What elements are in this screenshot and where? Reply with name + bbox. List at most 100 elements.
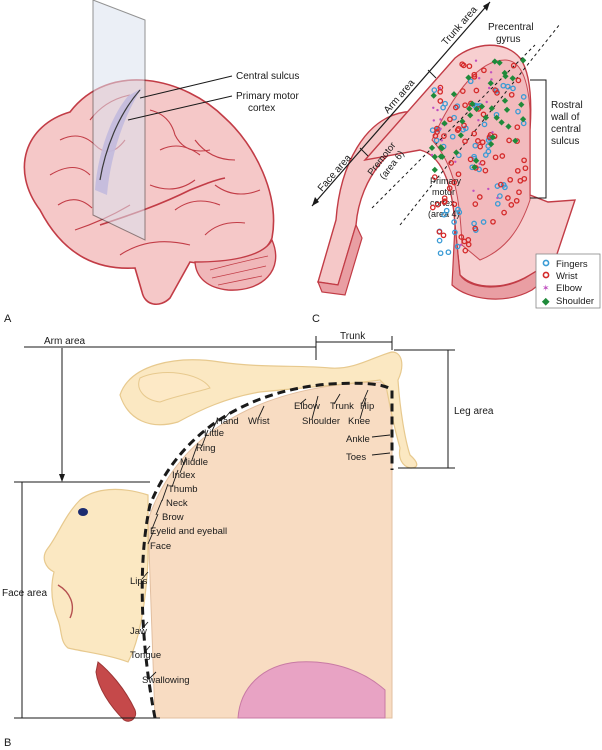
label-arm-area: Arm area (44, 336, 86, 347)
neuron-marker-wrist (480, 111, 487, 118)
leader-motor-cortex (127, 95, 233, 121)
label-precentral-2: gyrus (496, 34, 520, 45)
neuron-marker-elbow (474, 59, 478, 62)
neuron-marker-fingers (467, 78, 474, 85)
neuron-marker-wrist (458, 234, 465, 240)
neuron-marker-fingers (510, 85, 516, 92)
neuron-marker-wrist (432, 133, 439, 139)
legend-wrist-label: Wrist (556, 271, 578, 282)
homunculus-tick-17 (147, 529, 155, 545)
neuron-marker-wrist (441, 195, 448, 202)
neuron-marker-wrist (514, 124, 521, 131)
homunculus-tick-1 (257, 405, 265, 420)
homunculus-label-toes: Toes (346, 452, 366, 463)
neuron-marker-elbow (496, 196, 499, 200)
neuron-marker-wrist (462, 247, 469, 254)
panel-letter-a: A (4, 313, 12, 325)
homunculus-tick-6 (359, 397, 367, 420)
homunculus-face (43, 488, 149, 663)
legend-elbow-marker: ✶ (542, 283, 550, 293)
neuron-marker-wrist (521, 157, 527, 164)
neuron-marker-wrist (515, 77, 522, 84)
neuron-marker-elbow (439, 118, 442, 121)
dashed-line-2 (399, 23, 561, 226)
neuron-marker-wrist (451, 201, 458, 208)
neuron-marker-wrist (508, 91, 515, 98)
neuron-marker-wrist (473, 87, 480, 94)
panel-c: Face area Arm area Trunk area Precentral… (311, 1, 601, 325)
homunculus-tick-20 (143, 645, 151, 654)
homunculus-tick-16 (151, 513, 159, 530)
label-rostral-3: central (551, 124, 581, 135)
neuron-marker-fingers (480, 219, 487, 225)
neuron-marker-fingers (443, 207, 450, 214)
homunculus-label-ankle: Ankle (346, 434, 370, 445)
homunculus-label-eyelid-and-eyeball: Eyelid and eyeball (150, 526, 227, 537)
homunculus-label-neck: Neck (166, 498, 188, 509)
neuron-marker-wrist (460, 62, 467, 69)
neuron-marker-wrist (471, 71, 478, 78)
homunculus-label-swallowing: Swallowing (142, 675, 190, 686)
neuron-marker-wrist (462, 102, 468, 109)
homunculus-label-brow: Brow (162, 512, 184, 523)
neuron-marker-wrist (429, 204, 436, 211)
neuron-marker-elbow (459, 243, 462, 247)
homunculus-tick-0 (223, 411, 231, 420)
neuron-marker-elbow (472, 189, 475, 192)
neuron-marker-wrist (497, 181, 504, 188)
neuron-marker-wrist (482, 167, 489, 174)
neuron-marker-shoulder (509, 75, 516, 82)
neuron-marker-elbow (432, 106, 435, 110)
label-rostral-1: Rostral (551, 100, 583, 111)
label-primary-4: (area 4) (428, 209, 460, 219)
neuron-marker-wrist (508, 202, 515, 208)
neuron-marker-fingers (505, 83, 511, 90)
neuron-marker-scatter (428, 57, 529, 257)
homunculus-tick-8 (371, 452, 391, 456)
neuron-marker-fingers (449, 133, 456, 140)
homunculus-hand (138, 372, 211, 403)
neuron-marker-fingers (471, 220, 477, 227)
neuron-marker-elbow (491, 131, 494, 134)
neuron-marker-wrist (492, 154, 499, 161)
neuron-marker-wrist (437, 84, 444, 91)
label-primary-motor-cortex-1: Primary motor (236, 91, 299, 102)
neuron-marker-elbow (432, 119, 435, 122)
neuron-marker-wrist (505, 195, 511, 201)
axis-arrowhead-bottom (312, 197, 319, 206)
neuron-marker-fingers (481, 121, 488, 128)
neuron-marker-wrist (451, 179, 457, 186)
neuron-marker-fingers (456, 209, 463, 216)
homunculus-eye (78, 508, 88, 516)
neuron-marker-wrist (516, 189, 522, 196)
neuron-marker-elbow (478, 77, 481, 80)
legend: Fingers Wrist ✶ Elbow Shoulder (535, 253, 601, 309)
neuron-marker-fingers (485, 148, 492, 155)
neuron-marker-wrist (471, 73, 478, 80)
homunculus-label-face: Face (150, 541, 171, 552)
neuron-marker-elbow (488, 86, 491, 90)
neuron-marker-wrist (437, 98, 444, 104)
neuron-marker-fingers (494, 200, 501, 207)
homunculus-tick-11 (191, 442, 199, 461)
homunculus-tick-4 (333, 393, 341, 405)
neuron-marker-fingers (497, 193, 503, 199)
label-primary-motor-cortex-2: cortex (248, 103, 275, 114)
homunculus-tick-15 (155, 499, 163, 516)
label-trunk: Trunk (340, 331, 366, 342)
homunculus-label-elbow: Elbow (294, 401, 320, 412)
homunculus-label-little: Little (204, 428, 224, 439)
neuron-marker-elbow (485, 100, 488, 104)
homunculus-tick-5 (361, 389, 369, 405)
neuron-marker-fingers (436, 237, 443, 244)
neuron-marker-fingers (431, 87, 438, 93)
neuron-marker-wrist (436, 228, 443, 235)
neuron-marker-wrist (462, 138, 468, 145)
homunculus-tick-10 (201, 429, 209, 447)
neuron-marker-elbow (454, 160, 457, 163)
neuron-marker-wrist (448, 160, 455, 166)
label-leg-area: Leg area (454, 406, 494, 417)
legend-fingers-label: Fingers (556, 259, 588, 270)
label-trunk-area: Trunk area (440, 4, 480, 48)
